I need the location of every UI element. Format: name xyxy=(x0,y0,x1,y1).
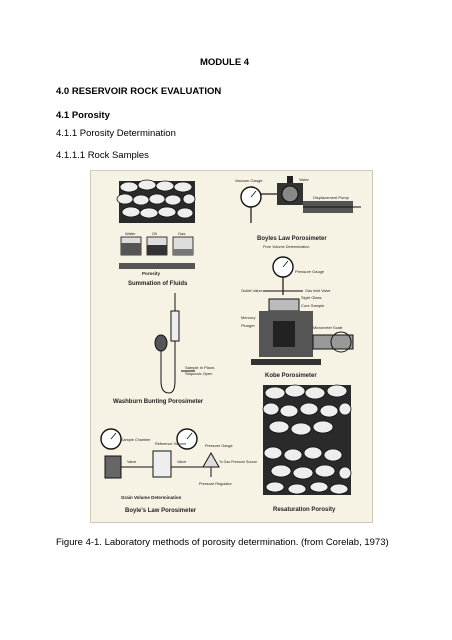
boyles-apparatus xyxy=(240,176,361,223)
boyles-law-title: Boyle's Law Porosimeter xyxy=(125,508,197,514)
kobe-apparatus xyxy=(251,256,354,365)
subsubsubsection-heading: 4.1.1.1 Rock Samples xyxy=(56,150,149,161)
boyles-title: Boyles Law Porosimeter xyxy=(257,236,327,242)
displacement-pump-label: Displacement Pump xyxy=(313,195,350,200)
sample-in-place-label: Sample In Place, xyxy=(185,365,215,370)
pressure-regulator-label: Pressure Regulator xyxy=(199,482,232,486)
grain-volume-apparatus xyxy=(100,428,220,479)
to-gas-pressure-label: To Gas Pressure Source xyxy=(219,460,257,464)
valve-a-label: Valve xyxy=(127,460,136,464)
sight-glass-label: Sight Glass xyxy=(301,295,321,300)
pore-volume-label: Pore Volume Determination xyxy=(263,245,309,249)
porosity-methods-figure: Water Oil Gas Porosity Summation of Flui… xyxy=(90,170,373,523)
washburn-title: Washburn Bunting Porosimeter xyxy=(113,399,204,405)
stopcock-label: Stopcock Open xyxy=(185,371,212,376)
mercury-label: Mercury xyxy=(241,315,255,320)
resaturation-grains xyxy=(262,384,352,495)
water-label: Water xyxy=(125,231,136,236)
outlet-valve-label: Outlet Valve xyxy=(241,288,263,293)
vacuum-gauge-label: Vacuum Gauge xyxy=(235,178,263,183)
pressure-gauge-b-label: Pressure Gauge xyxy=(205,444,233,448)
porosity-label: Porosity xyxy=(142,271,161,276)
valve-top-label: Valve xyxy=(299,177,309,182)
plunger-label: Plunger xyxy=(241,323,255,328)
gas-label: Gas xyxy=(178,231,185,236)
gas-inlet-label: Gas Inlet Valve xyxy=(305,289,330,293)
section-heading: 4.0 RESERVOIR ROCK EVALUATION xyxy=(56,86,222,97)
subsection-heading: 4.1 Porosity xyxy=(56,110,110,121)
grain-volume-label: Grain Volume Determination xyxy=(121,495,182,500)
core-sample-label: Core Sample xyxy=(301,303,325,308)
micrometer-label: Micrometer Scale xyxy=(313,326,343,330)
washburn-apparatus xyxy=(154,293,195,394)
kobe-title: Kobe Porosimeter xyxy=(265,373,317,379)
reference-volume-label: Reference Volume xyxy=(155,442,186,446)
figure-caption: Figure 4-1. Laboratory methods of porosi… xyxy=(56,537,389,548)
resaturation-title: Resaturation Porosity xyxy=(273,507,336,513)
subsubsection-heading: 4.1.1 Porosity Determination xyxy=(56,128,176,139)
rock-grains-top-left xyxy=(116,179,196,223)
oil-label: Oil xyxy=(152,231,157,236)
summation-title: Summation of Fluids xyxy=(128,281,188,287)
valve-b-label: Valve xyxy=(177,460,186,464)
module-title: MODULE 4 xyxy=(200,57,250,68)
fluid-cubes xyxy=(119,236,195,269)
sample-chamber-label: Sample Chamber xyxy=(121,438,151,442)
pressure-gauge-label: Pressure Gauge xyxy=(295,269,325,274)
